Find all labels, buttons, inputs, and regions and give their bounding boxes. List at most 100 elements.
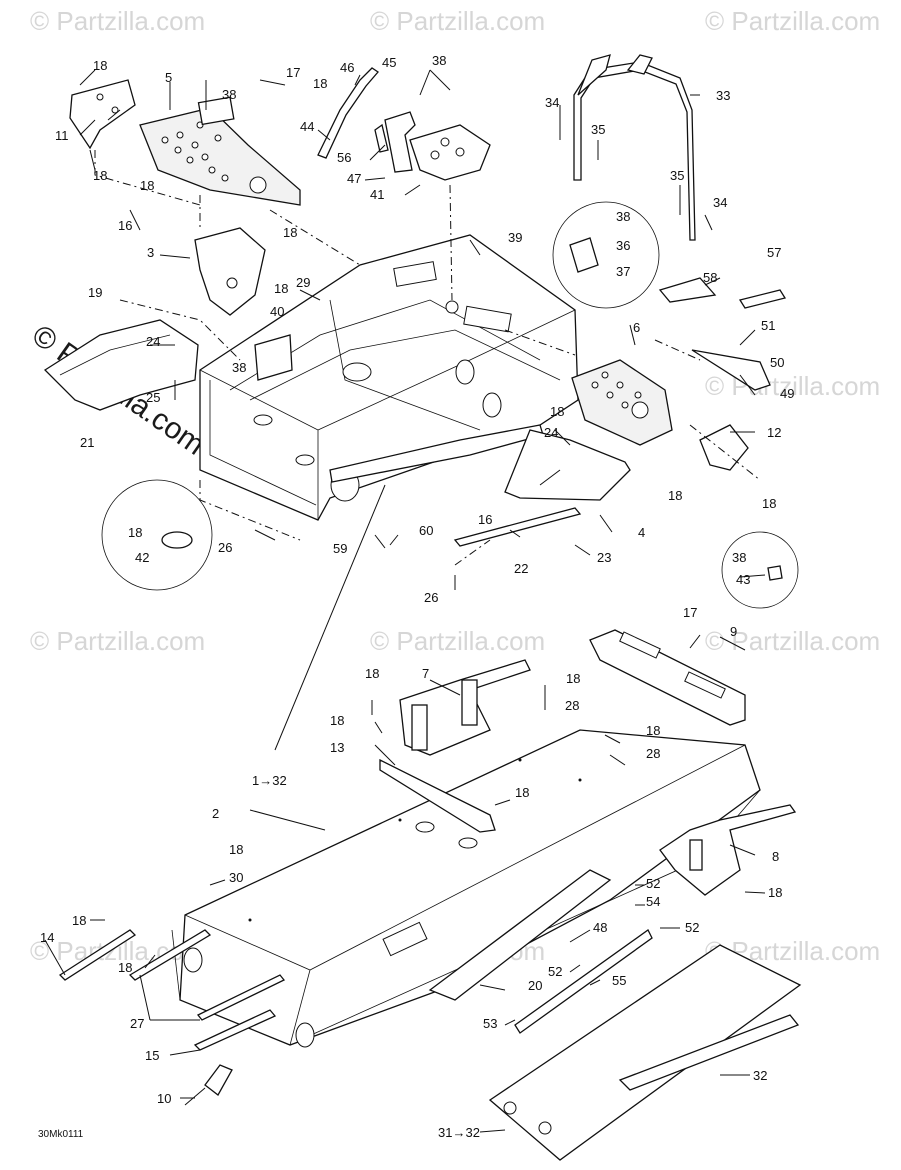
callout-label: 18 — [128, 525, 142, 540]
callout-label: 56 — [337, 150, 351, 165]
callout-label: 20 — [528, 978, 542, 993]
plate-9 — [589, 629, 746, 726]
callout-label: 18 — [768, 885, 782, 900]
callout-label: 9 — [730, 624, 737, 639]
callout-label: 54 — [646, 894, 660, 909]
callout-label: 35 — [670, 168, 684, 183]
callout-labels: 18 5 38 17 18 46 45 38 11 44 56 47 41 18… — [40, 53, 794, 1140]
callout-label: 17 — [683, 605, 697, 620]
callout-label: 16 — [478, 512, 492, 527]
callout-label: 7 — [422, 666, 429, 681]
strap-44 — [317, 67, 379, 159]
front-frame — [199, 234, 579, 521]
callout-label: 18 — [229, 842, 243, 857]
callout-label: 47 — [347, 171, 361, 186]
leader-lines — [44, 69, 766, 1133]
callout-label: 18 — [365, 666, 379, 681]
callout-label: 13 — [330, 740, 344, 755]
callout-label: 60 — [419, 523, 433, 538]
watermark: © Partzilla.com — [30, 6, 205, 36]
callout-label: 23 — [597, 550, 611, 565]
rail-8 — [659, 804, 797, 896]
rail-22 — [453, 507, 582, 547]
callout-label: 14 — [40, 930, 54, 945]
rail-49 — [691, 349, 771, 391]
callout-label: 35 — [591, 122, 605, 137]
diagram-code: 30Mk0111 — [38, 1129, 84, 1140]
watermark: © Partzilla.com — [705, 626, 880, 656]
watermark: © Partzilla.com — [705, 6, 880, 36]
bracket-47 — [384, 111, 416, 173]
hoop-33 — [573, 54, 696, 241]
callout-label: 58 — [703, 270, 717, 285]
callout-label: 52 — [646, 876, 660, 891]
callout-label: 53 — [483, 1016, 497, 1031]
callout-label: 36 — [616, 238, 630, 253]
callout-label: 55 — [612, 973, 626, 988]
callout-label: 4 — [638, 525, 645, 540]
callout-label: 57 — [767, 245, 781, 260]
callout-label: 18 — [72, 913, 86, 928]
rail-55 — [514, 929, 653, 1034]
callout-label: 45 — [382, 55, 396, 70]
detail-circle-43 — [721, 531, 799, 609]
running-board-20 — [428, 869, 612, 1001]
front-frame-assembly — [199, 234, 579, 521]
callout-label: 10 — [157, 1091, 171, 1106]
rail-27b — [196, 974, 286, 1021]
callout-label: 38 — [232, 360, 246, 375]
callout-label: 5 — [165, 70, 172, 85]
callout-label: 18 — [93, 168, 107, 183]
bracket-13 — [379, 758, 496, 833]
rail-14 — [58, 929, 137, 981]
callout-label: 18 — [330, 713, 344, 728]
callout-label: 52 — [685, 920, 699, 935]
callout-label: 2 — [212, 806, 219, 821]
callout-label: 22 — [514, 561, 528, 576]
callout-label: 38 — [616, 209, 630, 224]
bracket-12 — [699, 424, 749, 471]
callout-label: 32 — [753, 1068, 767, 1083]
callout-label: 39 — [508, 230, 522, 245]
callout-label: 50 — [770, 355, 784, 370]
callout-label: 43 — [736, 572, 750, 587]
callout-label: 1→32 — [252, 773, 287, 788]
plate-21 — [43, 319, 199, 411]
callout-label: 18 — [646, 723, 660, 738]
callout-label: 34 — [545, 95, 559, 110]
callout-label: 31→32 — [438, 1125, 480, 1140]
callout-label: 27 — [130, 1016, 144, 1031]
part-58 — [658, 277, 717, 303]
callout-label: 38 — [432, 53, 446, 68]
callout-label: 34 — [713, 195, 727, 210]
callout-label: 18 — [274, 281, 288, 296]
callout-label: 38 — [732, 550, 746, 565]
perforated-plate-6 — [571, 359, 673, 446]
callout-label: 18 — [283, 225, 297, 240]
perforated-plate-5 — [139, 96, 301, 206]
callout-label: 8 — [772, 849, 779, 864]
callout-label: 42 — [135, 550, 149, 565]
detail-circle-36 — [552, 201, 660, 309]
watermark: © Partzilla.com — [30, 626, 205, 656]
part-40 — [254, 334, 293, 381]
callout-label: 59 — [333, 541, 347, 556]
callout-label: 25 — [146, 390, 160, 405]
callout-label: 18 — [140, 178, 154, 193]
callout-label: 44 — [300, 119, 314, 134]
callout-label: 52 — [548, 964, 562, 979]
bracket-4 — [504, 429, 631, 501]
rail-32 — [618, 1014, 800, 1091]
callout-label: 29 — [296, 275, 310, 290]
part-57 — [738, 289, 787, 309]
plate-10 — [204, 1064, 233, 1096]
callout-label: 49 — [780, 386, 794, 401]
callout-label: 19 — [88, 285, 102, 300]
callout-label: 18 — [668, 488, 682, 503]
watermark: © Partzilla.com — [370, 626, 545, 656]
bracket-3 — [194, 227, 266, 316]
callout-label: 18 — [550, 404, 564, 419]
callout-label: 37 — [616, 264, 630, 279]
rail-27a — [128, 929, 212, 981]
callout-label: 11 — [55, 128, 69, 143]
